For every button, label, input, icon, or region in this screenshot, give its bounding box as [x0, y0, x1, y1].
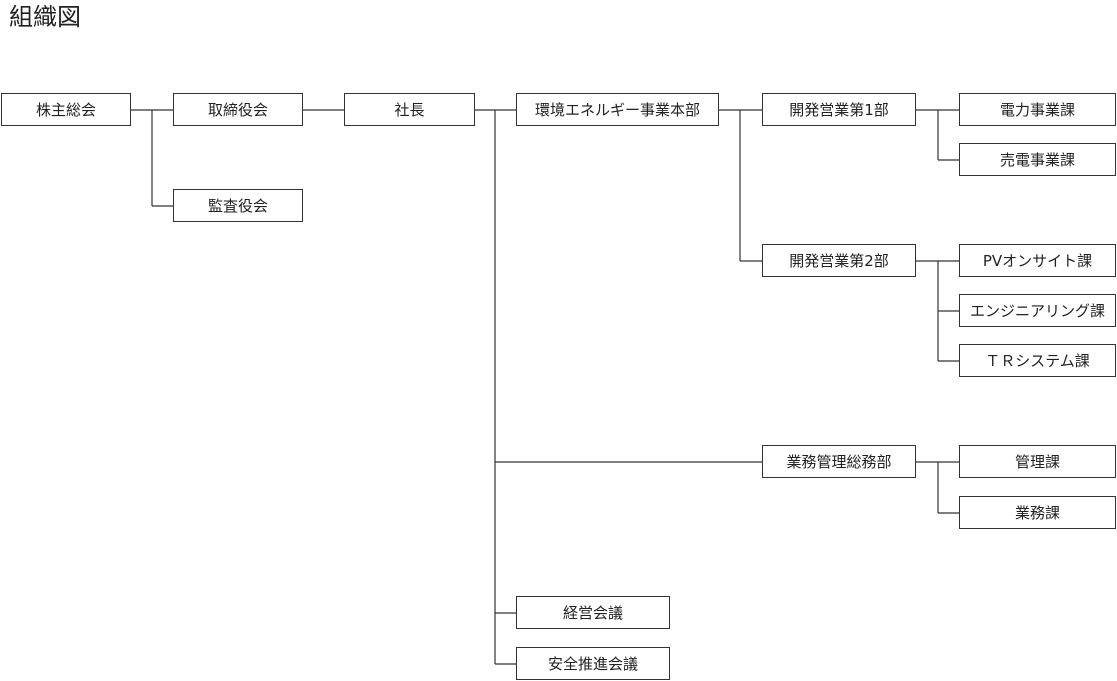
- node-admin-dept: 業務管理総務部: [762, 445, 916, 478]
- node-operations: 業務課: [959, 496, 1116, 529]
- node-board: 取締役会: [173, 93, 303, 126]
- node-safety-meeting: 安全推進会議: [516, 647, 670, 680]
- node-power-sales: 売電事業課: [959, 143, 1116, 176]
- node-engineering: エンジニアリング課: [959, 294, 1116, 327]
- node-president: 社長: [344, 93, 475, 126]
- node-auditors: 監査役会: [173, 189, 303, 222]
- node-power-business: 電力事業課: [959, 93, 1116, 126]
- node-pv-onsite: PVオンサイト課: [959, 244, 1116, 277]
- node-management-meeting: 経営会議: [516, 596, 670, 629]
- node-shareholders-meeting: 株主総会: [1, 93, 131, 126]
- node-tr-system: ＴＲシステム課: [959, 344, 1116, 377]
- node-management: 管理課: [959, 445, 1116, 478]
- node-env-energy-hq: 環境エネルギー事業本部: [516, 93, 719, 126]
- page-title: 組織図: [9, 3, 81, 31]
- node-sales-dept-2: 開発営業第2部: [762, 244, 916, 277]
- node-sales-dept-1: 開発営業第1部: [762, 93, 916, 126]
